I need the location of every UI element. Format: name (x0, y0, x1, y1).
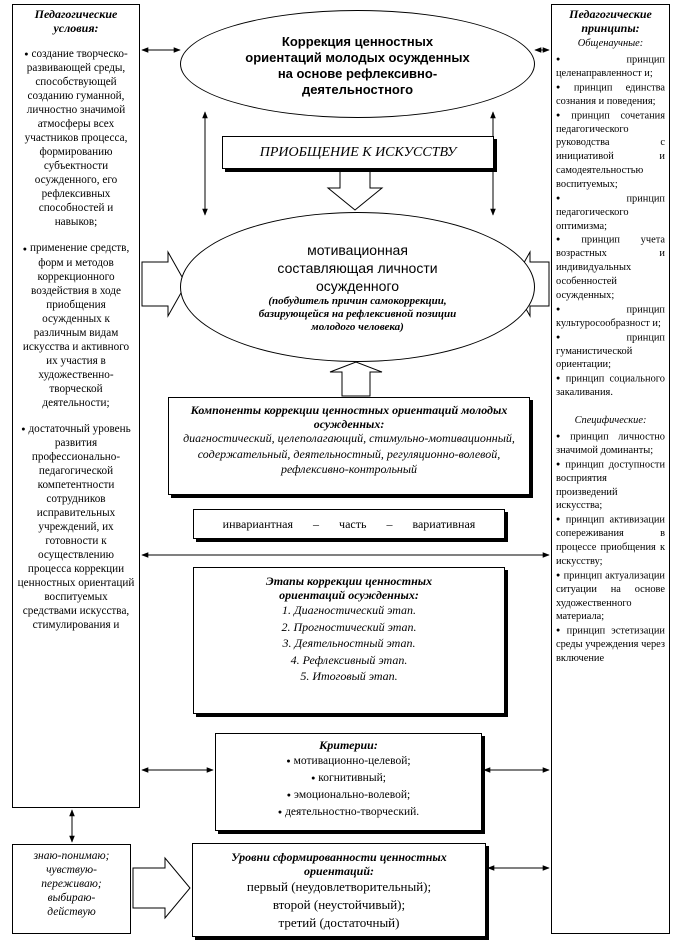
principle-item: принцип культуросообразност и; (556, 303, 665, 331)
motivation-title: мотивационная составляющая личности осуж… (277, 241, 438, 294)
criteria-item: деятельностно-творческий. (216, 804, 481, 821)
pedagogical-principles-box: Педагогические принципы: Общенаучные: пр… (551, 4, 670, 934)
stage-item: 2. Прогностический этап. (281, 619, 417, 634)
principle-item: принцип педагогического оптимизма; (556, 192, 665, 234)
stage-item: 5. Итоговый этап. (300, 669, 398, 683)
condition-item: применение средств, форм и методов корре… (17, 241, 135, 409)
invariant-label: инвариантная (222, 517, 294, 531)
know-feel-act-box: знаю-понимаю; чувствую- переживаю; выбир… (12, 844, 131, 934)
principle-item: принцип эстетизации среды учреждения чер… (556, 624, 665, 666)
criteria-item: мотивационно-целевой; (216, 753, 481, 770)
motivation-ellipse: мотивационная составляющая личности осуж… (180, 212, 535, 362)
level-item: первый (неудовлетворительный); (246, 879, 432, 894)
levels-box: Уровни сформированности ценностных ориен… (192, 843, 486, 937)
condition-item: создание творческо-развивающей среды, сп… (17, 47, 135, 229)
principle-item: принцип целенаправленност и; (556, 53, 665, 81)
stage-item: 4. Рефлексивный этап. (290, 652, 408, 667)
stages-box: Этапы коррекции ценностных ориентаций ос… (193, 567, 505, 714)
correction-ellipse: Коррекция ценностных ориентаций молодых … (180, 10, 535, 118)
know-line: знаю-понимаю; (33, 850, 110, 862)
principles-title: Педагогические принципы: (569, 7, 652, 35)
art-box: ПРИОБЩЕНИЕ К ИСКУССТВУ (222, 136, 494, 169)
principle-item: принцип учета возрастных и индивидуальны… (556, 233, 665, 302)
part-label: часть (339, 517, 367, 531)
invariant-box: инвариантная – часть – вариативная (193, 509, 505, 539)
variative-label: вариативная (412, 517, 476, 531)
know-line: чувствую- (46, 864, 97, 876)
block-arrow-down (326, 170, 384, 211)
know-line: выбираю- (47, 892, 96, 904)
block-arrow-left-in (141, 250, 187, 318)
motivation-note: (побудитель причин самокоррекции, базиру… (258, 294, 457, 333)
condition-item: достаточный уровень развития профессиона… (17, 422, 135, 632)
specific-principles-label: Специфические: (574, 415, 647, 427)
levels-title: Уровни сформированности ценностных ориен… (231, 850, 447, 878)
components-box: Компоненты коррекции ценностных ориентац… (168, 397, 530, 495)
dash: – (313, 517, 320, 531)
criteria-item: эмоционально-волевой; (216, 787, 481, 804)
stage-item: 1. Диагностический этап. (281, 603, 417, 617)
level-item: третий (достаточный) (278, 915, 400, 930)
pedagogical-conditions-box: Педагогические условия: создание творчес… (12, 4, 140, 808)
criteria-title: Критерии: (319, 738, 378, 752)
criteria-box: Критерии: мотивационно-целевой; когнитив… (215, 733, 482, 831)
dash: – (386, 517, 393, 531)
components-title: Компоненты коррекции ценностных ориентац… (190, 403, 508, 431)
block-arrow-up (329, 361, 383, 397)
stages-title: Этапы коррекции ценностных ориентаций ос… (265, 574, 433, 602)
know-line: действую (47, 906, 96, 918)
level-item: второй (неустойчивый); (272, 897, 406, 912)
principle-item: принцип гуманистической ориентации; (556, 331, 665, 373)
principle-item: принцип единства сознания и поведения; (556, 81, 665, 109)
block-arrow-know (132, 856, 191, 920)
principle-item: принцип личностно значимой доминанты; (556, 430, 665, 458)
principle-item: принцип актуализации ситуации на основе … (556, 569, 665, 624)
know-line: переживаю; (41, 878, 102, 890)
components-text: диагностический, целеполагающий, стимуль… (183, 431, 515, 476)
principle-item: принцип доступности восприятия произведе… (556, 458, 665, 513)
principle-item: принцип социального закаливания. (556, 372, 665, 400)
stage-item: 3. Деятельностный этап. (282, 636, 416, 650)
conditions-title: Педагогические условия: (34, 7, 118, 35)
correction-title: Коррекция ценностных ориентаций молодых … (245, 34, 470, 97)
principle-item: принцип сочетания педагогического руково… (556, 109, 665, 192)
general-principles-label: Общенаучные: (577, 38, 644, 49)
principle-item: принцип активизации сопереживания в проц… (556, 513, 665, 568)
criteria-item: когнитивный; (216, 770, 481, 787)
